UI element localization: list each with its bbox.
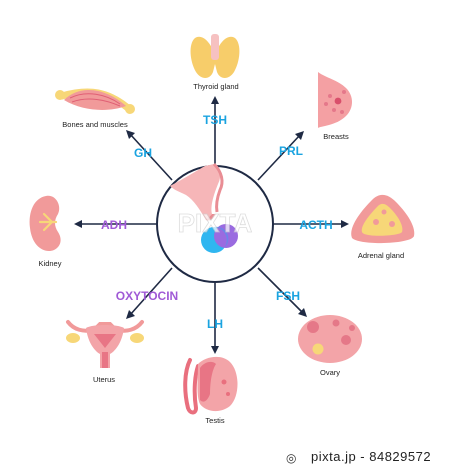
ovary-icon [298, 315, 362, 363]
label-kidney: Kidney [39, 259, 62, 268]
testis-icon [183, 356, 238, 415]
label-ovary: Ovary [320, 368, 340, 377]
hormone-oxytocin: OXYTOCIN [116, 289, 178, 303]
label-bones: Bones and muscles [62, 120, 128, 129]
posterior-lobe [214, 224, 238, 248]
label-thyroid: Thyroid gland [193, 82, 238, 91]
pixta-logo-icon: ◎ [286, 451, 297, 465]
hormone-tsh: TSH [203, 113, 227, 127]
pituitary-circle [156, 162, 274, 283]
thyroid-icon [190, 34, 240, 78]
arrowheads [74, 96, 349, 354]
watermark-text: PIXTA [178, 208, 253, 238]
spokes [80, 102, 343, 348]
uterus-icon [66, 320, 144, 368]
label-testis: Testis [205, 416, 224, 425]
hormone-lh: LH [207, 317, 223, 331]
breast-icon [318, 72, 352, 128]
label-adrenal: Adrenal gland [358, 251, 404, 260]
hormone-prl: PRL [279, 144, 303, 158]
label-uterus: Uterus [93, 375, 115, 384]
label-breasts: Breasts [323, 132, 349, 141]
adrenal-gland-icon [351, 194, 415, 244]
stock-id: pixta.jp - 84829572 [311, 449, 432, 464]
hormone-fsh: FSH [276, 289, 300, 303]
hormone-acth: ACTH [299, 218, 332, 232]
kidney-icon [29, 195, 61, 252]
stock-footer [0, 448, 450, 469]
hormone-gh: GH [134, 146, 152, 160]
hormone-adh: ADH [101, 218, 127, 232]
bones-muscles-icon [55, 88, 135, 114]
